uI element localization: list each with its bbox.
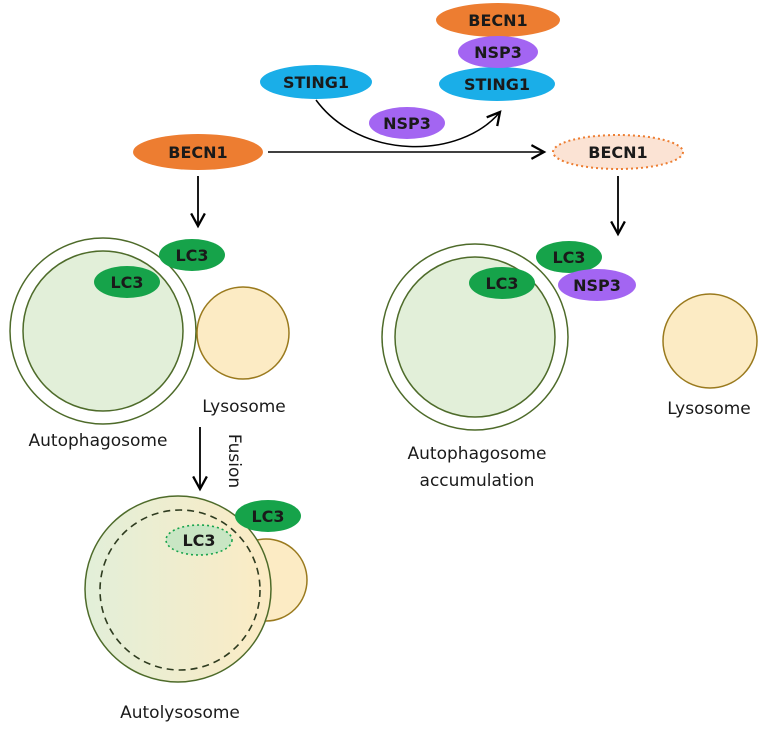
complex-sting1-label: STING1 (464, 75, 530, 94)
complex-nsp3-label: NSP3 (474, 43, 522, 62)
sting1-curved-arrow (315, 99, 500, 148)
lc3-outer-left: LC3 (159, 239, 225, 271)
lc3-inner-right-label: LC3 (485, 274, 518, 293)
accumulation-label-line2: accumulation (420, 471, 535, 491)
lc3-outer-autolysosome: LC3 (235, 500, 301, 532)
lc3-inner-left-label: LC3 (110, 273, 143, 292)
becn1-nsp3-sting1-complex: BECN1 STING1 NSP3 (436, 3, 560, 101)
nsp3-free-label: NSP3 (383, 114, 431, 133)
becn1-left-label: BECN1 (168, 143, 227, 162)
becn1-faded: BECN1 (552, 134, 684, 170)
lc3-inner-right: LC3 (469, 267, 535, 299)
nsp3-bound-right-label: NSP3 (573, 276, 621, 295)
nsp3-free: NSP3 (369, 107, 445, 139)
accumulation-label-line1: Autophagosome (408, 444, 547, 464)
becn1-left: BECN1 (133, 134, 263, 170)
lysosome-right (662, 293, 758, 389)
lc3-degraded-label: LC3 (182, 531, 215, 550)
lysosome-left (196, 286, 290, 380)
autophagosome-right (381, 243, 569, 431)
autolysosome-label: Autolysosome (120, 703, 240, 723)
lc3-outer-right: LC3 (536, 241, 602, 273)
nsp3-bound-right: NSP3 (558, 269, 636, 301)
lc3-degraded: LC3 (165, 524, 233, 556)
lc3-outer-left-label: LC3 (175, 246, 208, 265)
lc3-inner-left: LC3 (94, 266, 160, 298)
becn1-faded-label: BECN1 (588, 143, 647, 162)
lc3-outer-autolysosome-label: LC3 (251, 507, 284, 526)
sting1-free-label: STING1 (283, 73, 349, 92)
fusion-label: Fusion (224, 434, 244, 488)
complex-becn1-label: BECN1 (468, 11, 527, 30)
autophagosome-label: Autophagosome (29, 431, 168, 451)
lysosome-right-label: Lysosome (667, 399, 751, 419)
lc3-outer-right-label: LC3 (552, 248, 585, 267)
lysosome-left-label: Lysosome (202, 397, 286, 417)
sting1-free: STING1 (260, 65, 372, 99)
